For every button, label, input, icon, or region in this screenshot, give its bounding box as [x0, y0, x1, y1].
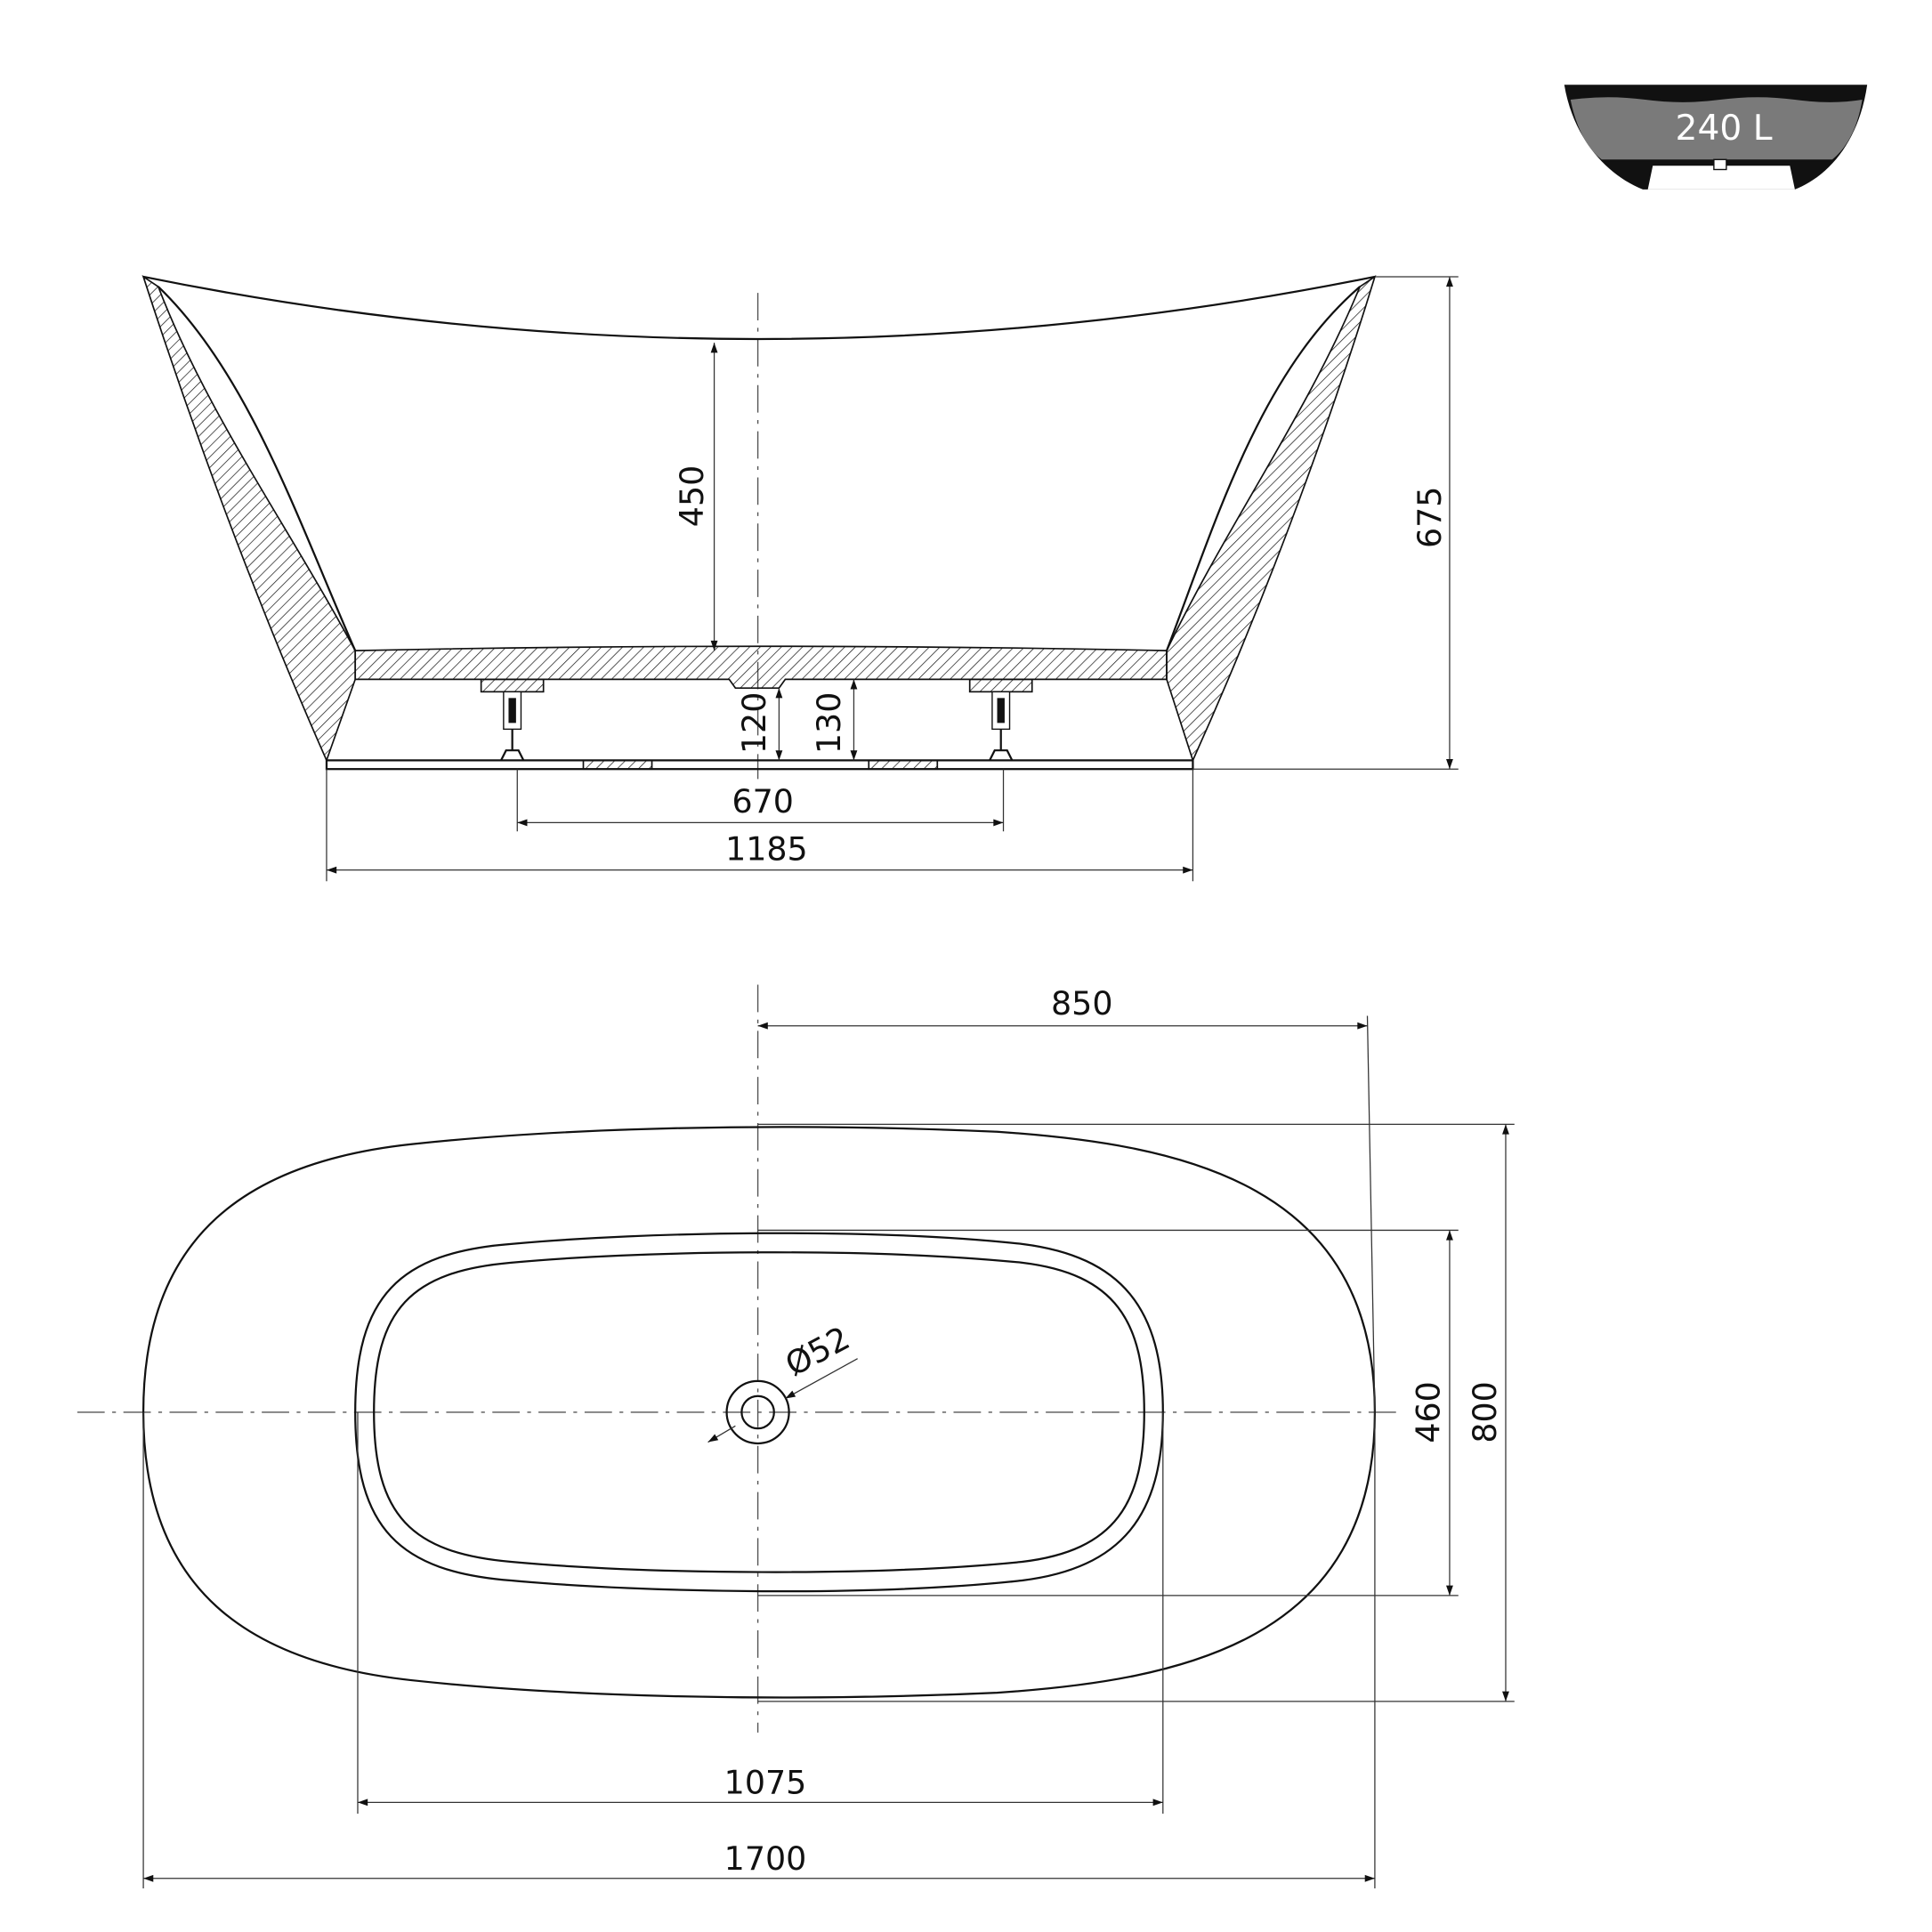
dim-floor-clearance: 130: [810, 692, 848, 755]
dim-feet-spacing: 670: [732, 782, 794, 820]
plan-view: Ø52 850 800 460 1075 1700: [77, 984, 1515, 1888]
dim-base-length: 1185: [725, 829, 808, 868]
dim-half-length: 850: [1051, 984, 1113, 1023]
dim-inner-length: 1075: [724, 1764, 807, 1802]
side-view: 675 450 120 130 670 1185: [141, 274, 1459, 882]
dim-drain-diameter: Ø52: [779, 1319, 855, 1384]
volume-label: 240 L: [1676, 109, 1773, 149]
dim-inner-depth: 450: [673, 465, 711, 528]
dim-total-length: 1700: [724, 1839, 807, 1878]
dim-total-height: 675: [1411, 487, 1449, 549]
adjustable-foot-right: [968, 678, 1033, 761]
right-wall-section: [1166, 274, 1377, 763]
adjustable-foot-left: [480, 678, 545, 761]
rim-edge: [142, 275, 1376, 341]
left-wall-section: [141, 274, 357, 763]
drain-icon: [725, 1379, 790, 1445]
dim-inner-width: 460: [1410, 1381, 1448, 1443]
dim-width: 800: [1466, 1381, 1504, 1443]
basin-floor-section: [354, 645, 1168, 689]
dim-drain-clearance: 120: [735, 692, 773, 755]
volume-icon: 240 L: [1564, 85, 1868, 190]
base-plate: [325, 759, 1194, 771]
